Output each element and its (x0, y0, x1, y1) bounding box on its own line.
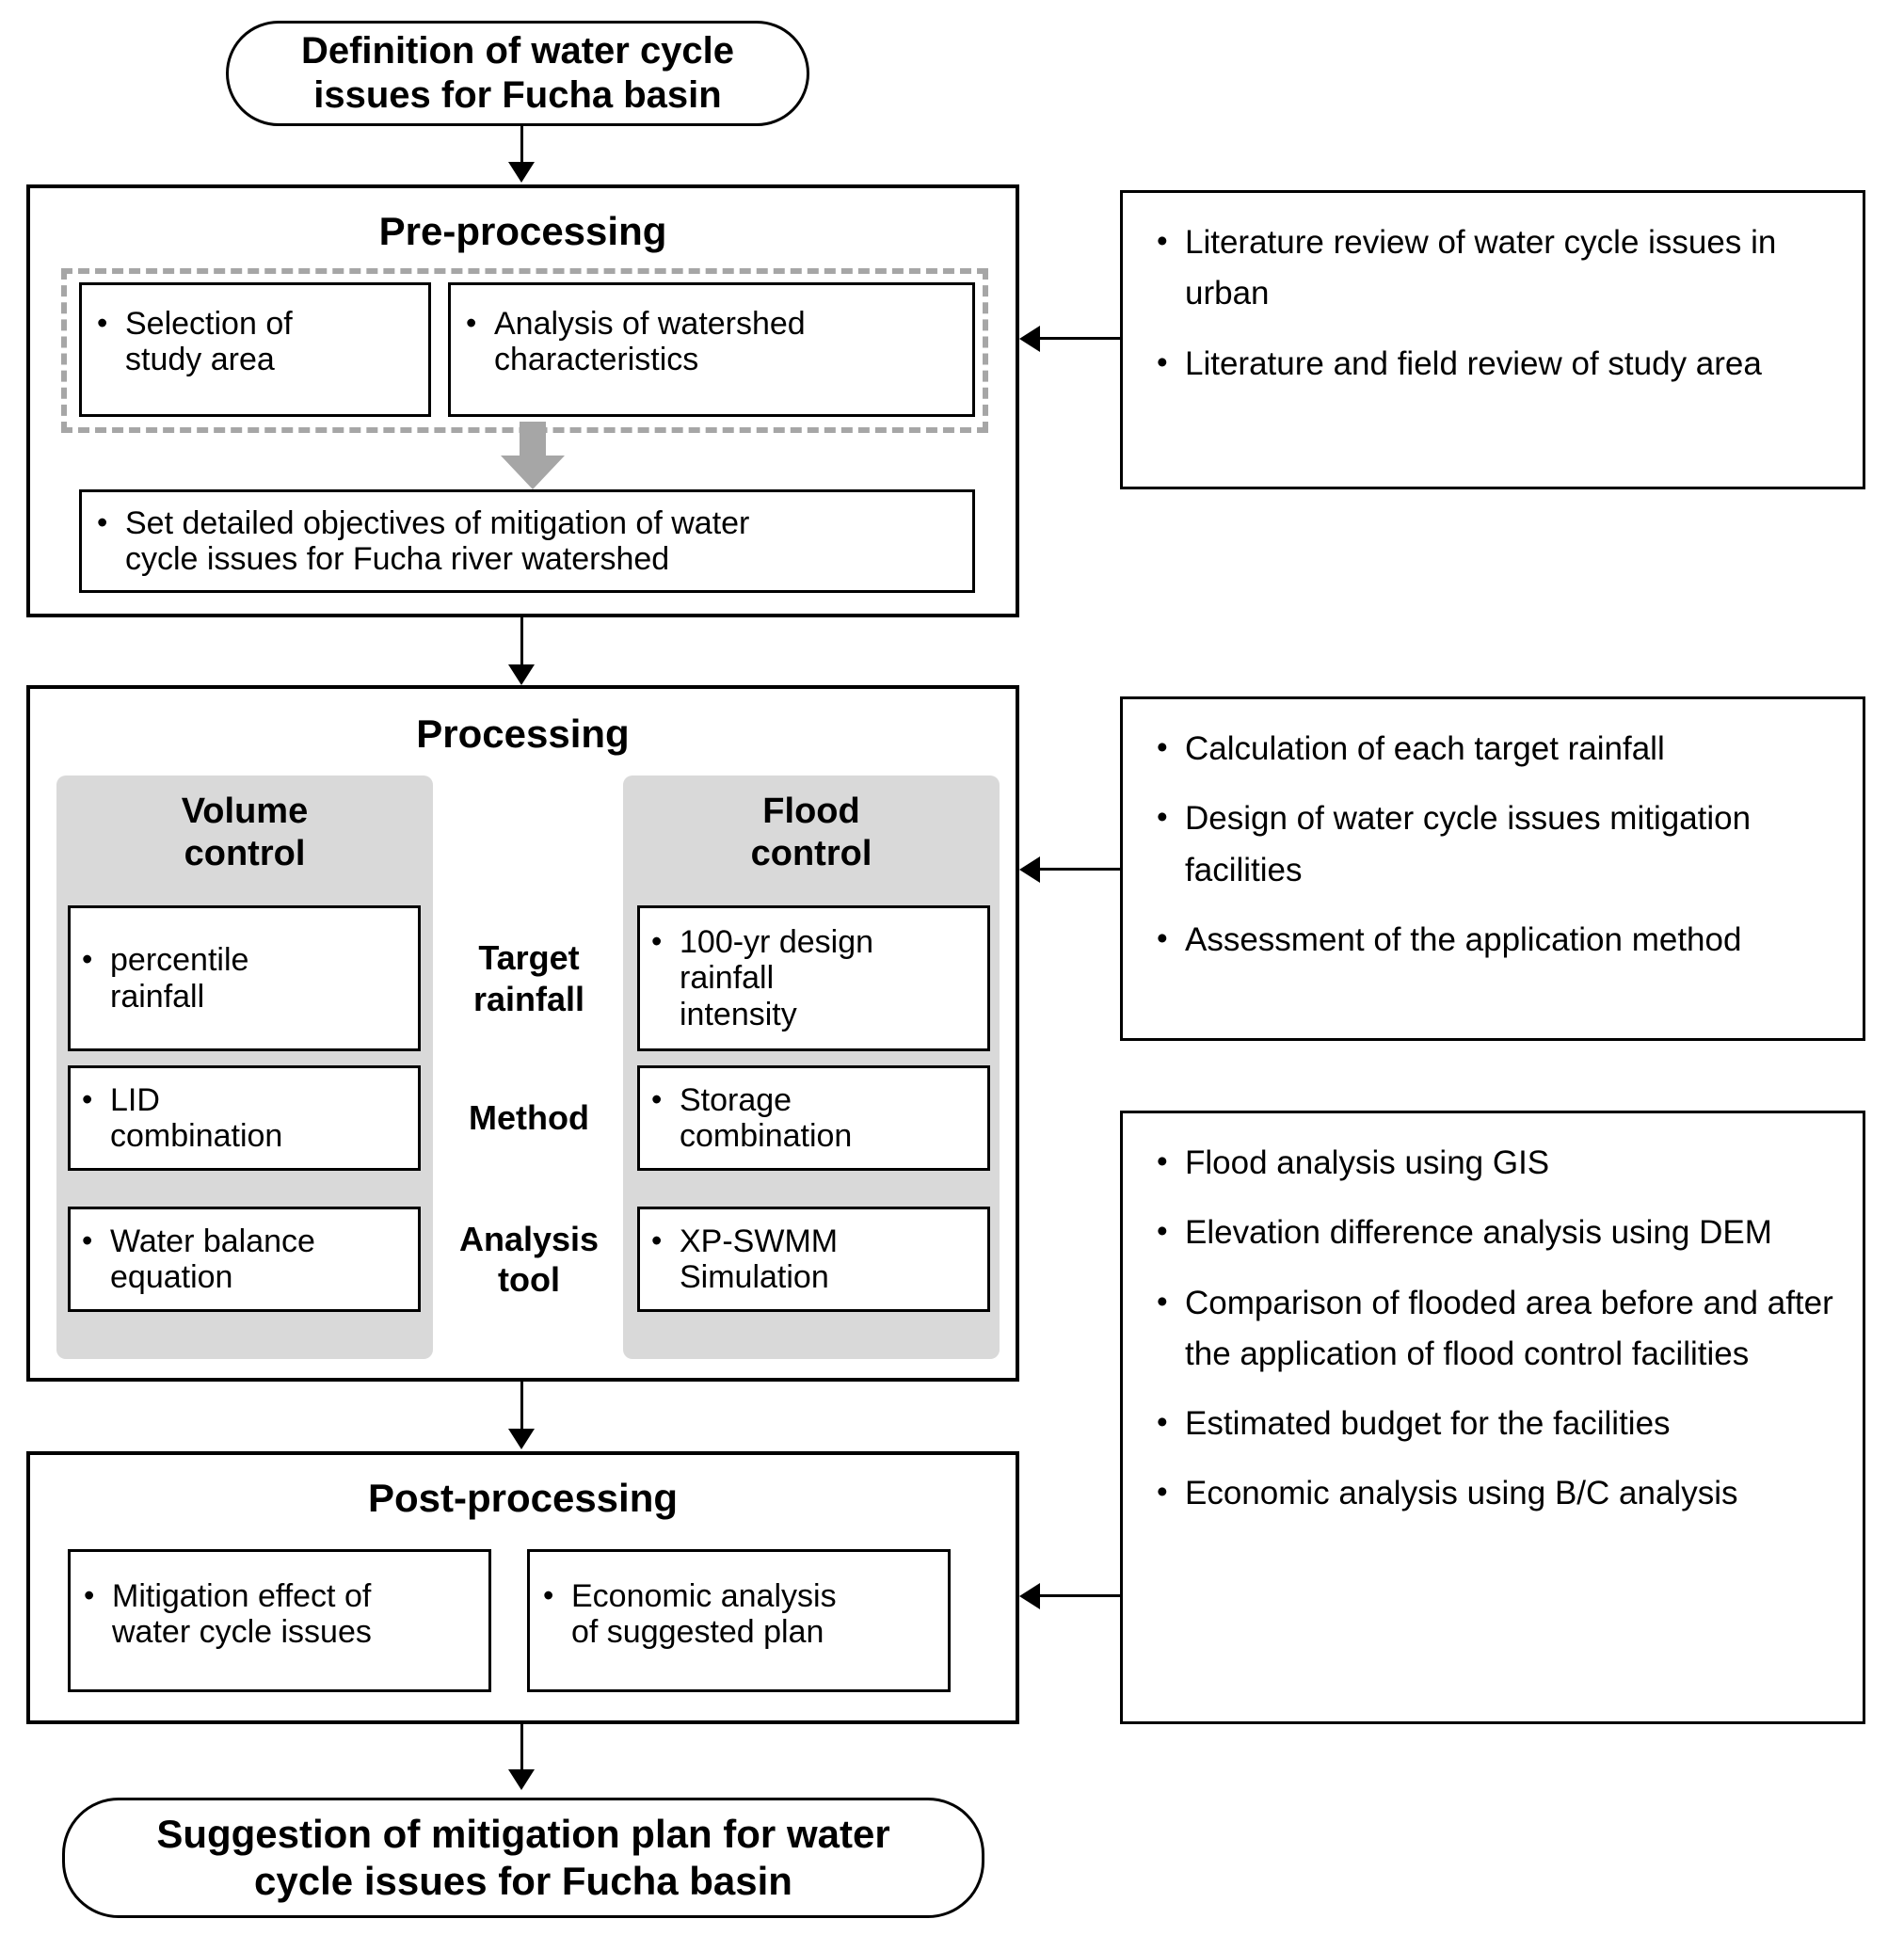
econ-plan-line-1: Economic analysis (571, 1578, 837, 1614)
box-selection-of-study-area: Selection of study area (79, 282, 431, 417)
note-item: Design of water cycle issues mitigation … (1151, 793, 1838, 896)
cell-percentile-rainfall: percentile rainfall (68, 905, 421, 1051)
design-rain-line-3: intensity (680, 996, 797, 1032)
note-item: Comparison of flooded area before and af… (1151, 1278, 1838, 1381)
note-item: Literature and field review of study are… (1151, 339, 1838, 390)
cell-lid-combination: LID combination (68, 1065, 421, 1171)
design-rain-line-2: rainfall (680, 960, 775, 997)
start-line-2: issues for Fucha basin (313, 74, 722, 116)
box-set-detailed-objectives: Set detailed objectives of mitigation of… (79, 489, 975, 593)
connector-pre-to-processing (520, 617, 523, 676)
storage-line-1: Storage (680, 1081, 792, 1118)
stage-pre-processing: Pre-processing Selection of study area A… (26, 184, 1019, 617)
percentile-line-2: rainfall (110, 978, 205, 1015)
note-item: Literature review of water cycle issues … (1151, 217, 1838, 320)
row-label-target-rainfall: Target rainfall (444, 905, 614, 1051)
arrow-start-to-pre (508, 162, 535, 183)
end-terminator: Suggestion of mitigation plan for water … (62, 1798, 984, 1918)
analysis-tool-line-2: tool (498, 1260, 560, 1299)
box-mitigation-effect: Mitigation effect of water cycle issues (68, 1549, 491, 1692)
target-rainfall-line-1: Target (478, 938, 580, 978)
note-post-processing: Flood analysis using GIS Elevation diffe… (1120, 1111, 1865, 1724)
stage-processing: Processing Volume control Flood control … (26, 685, 1019, 1382)
design-rain-line-1: 100-yr design (680, 924, 874, 961)
lid-line-2: combination (110, 1118, 283, 1154)
flood-control-line-2: control (750, 833, 872, 873)
analysis-line-1: Analysis of watershed (494, 306, 806, 342)
start-terminator: Definition of water cycle issues for Fuc… (226, 21, 809, 126)
cell-100yr-design-rainfall-intensity: 100-yr design rainfall intensity (637, 905, 990, 1051)
storage-line-2: combination (680, 1118, 853, 1154)
flood-control-header: Flood control (623, 791, 1000, 875)
selection-line-1: Selection of (125, 306, 293, 342)
note-item: Estimated budget for the facilities (1151, 1399, 1838, 1449)
volume-control-header: Volume control (56, 791, 433, 875)
note-pre-processing: Literature review of water cycle issues … (1120, 190, 1865, 489)
fat-down-arrow-icon (499, 422, 567, 491)
post-processing-title: Post-processing (367, 1476, 679, 1520)
mitigation-line-2: water cycle issues (112, 1614, 372, 1651)
percentile-line-1: percentile (110, 942, 249, 979)
start-line-1: Definition of water cycle (300, 29, 735, 72)
selection-line-2: study area (125, 342, 275, 378)
cell-xp-swmm-simulation: XP-SWMM Simulation (637, 1207, 990, 1312)
note-item: Elevation difference analysis using DEM (1151, 1207, 1838, 1258)
box-economic-analysis-of-plan: Economic analysis of suggested plan (527, 1549, 951, 1692)
analysis-tool-line-1: Analysis (458, 1219, 600, 1258)
arrow-note3-to-post (1019, 1583, 1040, 1609)
flood-control-line-1: Flood (762, 792, 860, 831)
row-label-analysis-tool: Analysis tool (444, 1207, 614, 1312)
note-item: Flood analysis using GIS (1151, 1138, 1838, 1189)
target-rainfall-line-2: rainfall (472, 979, 585, 1018)
stage-post-processing: Post-processing Mitigation effect of wat… (26, 1451, 1019, 1724)
volume-control-line-1: Volume (181, 792, 309, 831)
analysis-line-2: characteristics (494, 342, 699, 378)
swmm-line-1: XP-SWMM (680, 1223, 839, 1259)
connector-processing-to-post (520, 1382, 523, 1440)
pre-processing-title: Pre-processing (378, 209, 667, 253)
cell-storage-combination: Storage combination (637, 1065, 990, 1171)
connector-note3-to-post (1026, 1594, 1120, 1597)
connector-post-to-end (520, 1724, 523, 1781)
cell-water-balance-equation: Water balance equation (68, 1207, 421, 1312)
swmm-line-2: Simulation (680, 1259, 829, 1295)
connector-start-to-pre (520, 126, 523, 173)
row-label-method: Method (444, 1065, 614, 1171)
note-item: Economic analysis using B/C analysis (1151, 1468, 1838, 1519)
arrow-processing-to-post (508, 1429, 535, 1449)
wbe-line-1: Water balance (110, 1223, 315, 1259)
arrow-post-to-end (508, 1769, 535, 1790)
lid-line-1: LID (110, 1081, 160, 1118)
arrow-note2-to-processing (1019, 856, 1040, 883)
econ-plan-line-2: of suggested plan (571, 1614, 824, 1651)
note-processing: Calculation of each target rainfall Desi… (1120, 696, 1865, 1041)
end-line-1: Suggestion of mitigation plan for water (156, 1812, 890, 1857)
connector-note1-to-pre (1026, 337, 1120, 340)
arrow-note1-to-pre (1019, 326, 1040, 352)
processing-title: Processing (416, 712, 630, 756)
box-analysis-of-watershed-characteristics: Analysis of watershed characteristics (448, 282, 975, 417)
note-item: Assessment of the application method (1151, 915, 1838, 966)
connector-note2-to-processing (1026, 868, 1120, 871)
note-item: Calculation of each target rainfall (1151, 724, 1838, 775)
volume-control-line-2: control (184, 833, 306, 873)
objectives-line-1: Set detailed objectives of mitigation of… (125, 505, 750, 541)
method-line-1: Method (469, 1098, 589, 1138)
objectives-line-2: cycle issues for Fucha river watershed (125, 541, 670, 578)
mitigation-line-1: Mitigation effect of (112, 1578, 372, 1614)
end-line-2: cycle issues for Fucha basin (254, 1859, 792, 1903)
wbe-line-2: equation (110, 1259, 233, 1295)
arrow-pre-to-processing (508, 664, 535, 685)
